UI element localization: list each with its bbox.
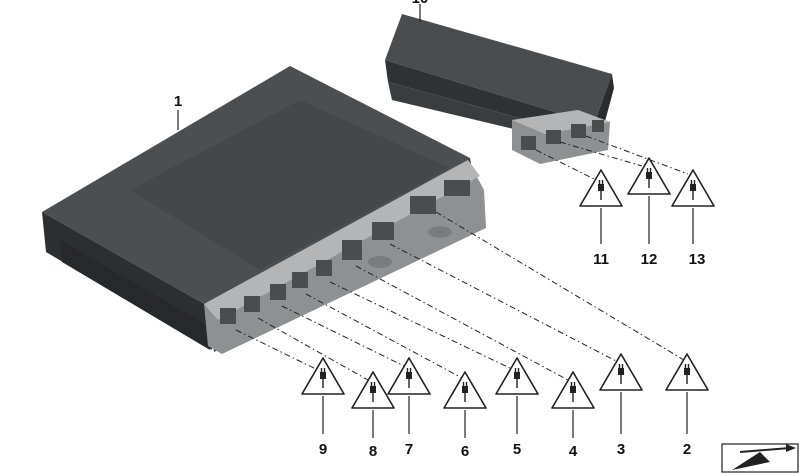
callout-13: 13 bbox=[689, 251, 706, 268]
callout-5: 5 bbox=[513, 441, 521, 458]
leader-lines bbox=[235, 135, 689, 381]
callout-10: 10 bbox=[412, 0, 429, 7]
callout-8: 8 bbox=[369, 443, 377, 460]
warning-triangle-plug-icon bbox=[495, 357, 539, 395]
warning-triangle-plug-icon bbox=[443, 371, 487, 409]
callout-ticks bbox=[177, 4, 694, 438]
callout-9: 9 bbox=[319, 441, 327, 458]
callout-11: 11 bbox=[593, 251, 609, 268]
arrow-badge-icon bbox=[721, 443, 799, 473]
warning-triangle-plug-icon bbox=[387, 357, 431, 395]
callout-3: 3 bbox=[617, 441, 625, 458]
warning-triangle-plug-icon bbox=[665, 353, 709, 391]
warning-triangle-plug-icon bbox=[599, 353, 643, 391]
warning-triangle-plug-icon bbox=[301, 357, 345, 395]
warning-triangle-plug-icon bbox=[351, 371, 395, 409]
warning-triangle-plug-icon bbox=[551, 371, 595, 409]
callout-labels: 1 10 9 8 7 6 5 4 3 2 11 12 13 bbox=[174, 0, 706, 460]
callout-6: 6 bbox=[461, 443, 469, 460]
module-1 bbox=[42, 66, 486, 354]
callout-7: 7 bbox=[405, 441, 413, 458]
callout-2: 2 bbox=[683, 441, 691, 458]
callout-4: 4 bbox=[569, 443, 578, 460]
warning-triangle-plug-icon bbox=[671, 169, 715, 207]
callout-12: 12 bbox=[641, 251, 658, 268]
callout-1: 1 bbox=[174, 93, 182, 110]
